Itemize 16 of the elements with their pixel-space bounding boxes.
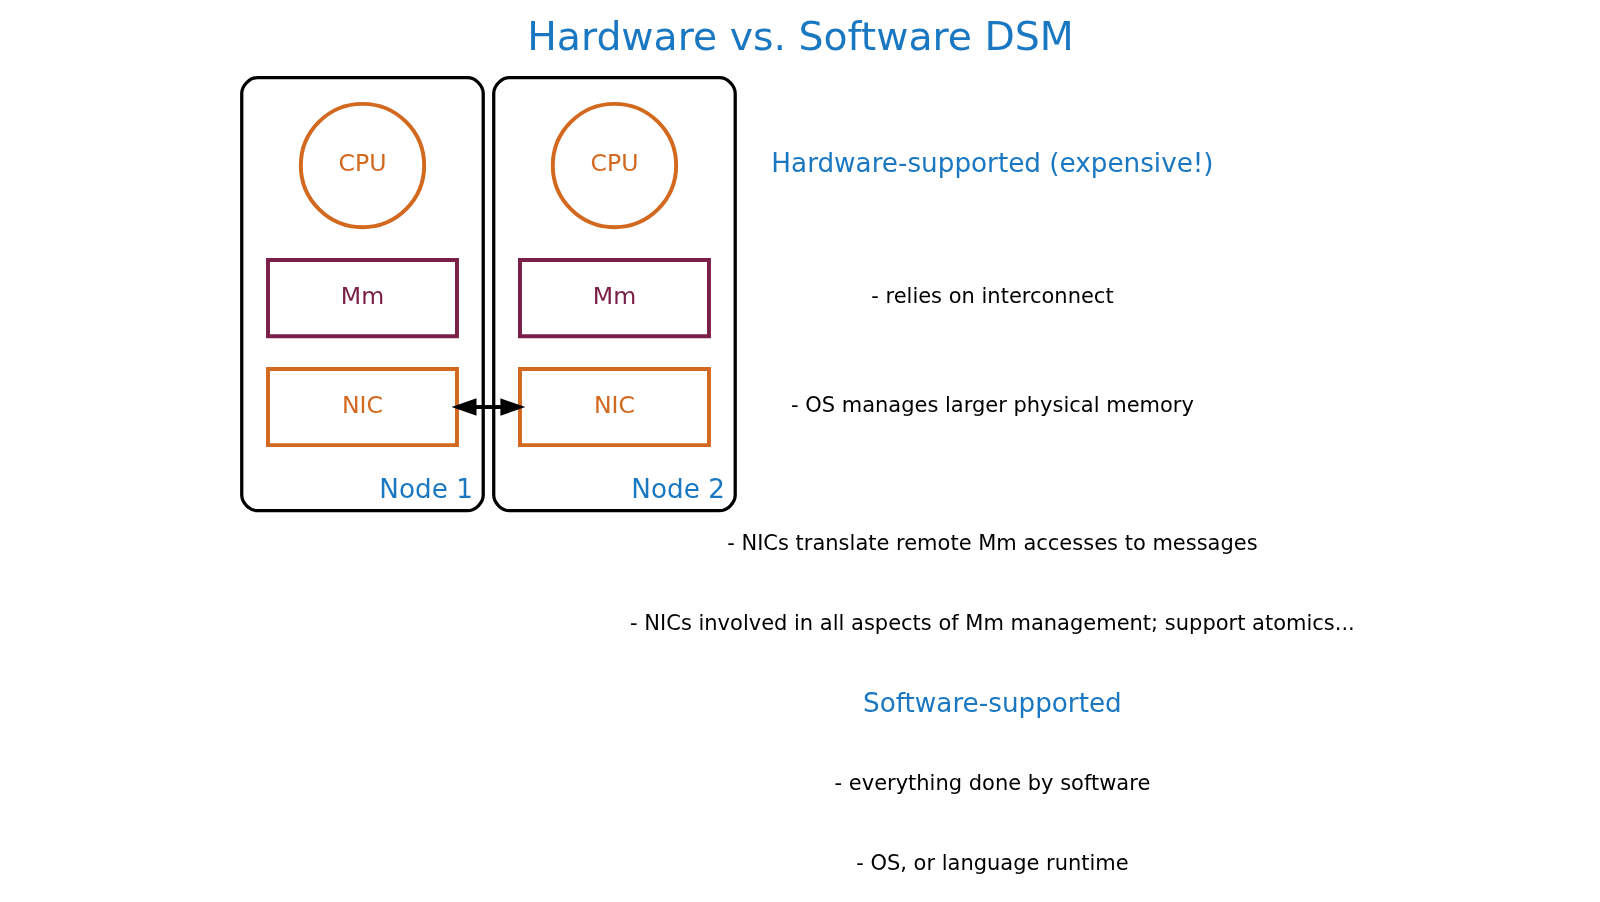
node-circle: CPU (550, 101, 678, 230)
node-box: Mm (265, 258, 459, 339)
label: - NICs involved in all aspects of Mm management; support atomics... (629, 610, 1355, 635)
node-box: NIC (517, 367, 711, 448)
label: - OS, or language runtime (855, 851, 1129, 876)
diagram-title: Hardware vs. Software DSM (526, 13, 1074, 60)
node-circle: CPU (298, 101, 426, 230)
label: - everything done by software (834, 770, 1150, 795)
label: - relies on interconnect (870, 284, 1114, 309)
label: Software-supported (862, 687, 1122, 718)
label: - OS manages larger physical memory (790, 393, 1194, 418)
arrow (451, 398, 525, 416)
node-box: Mm (517, 258, 711, 339)
label: Hardware-supported (expensive!) (770, 148, 1214, 179)
node-box: NIC (265, 367, 459, 448)
label: - NICs translate remote Mm accesses to messages (726, 530, 1258, 555)
